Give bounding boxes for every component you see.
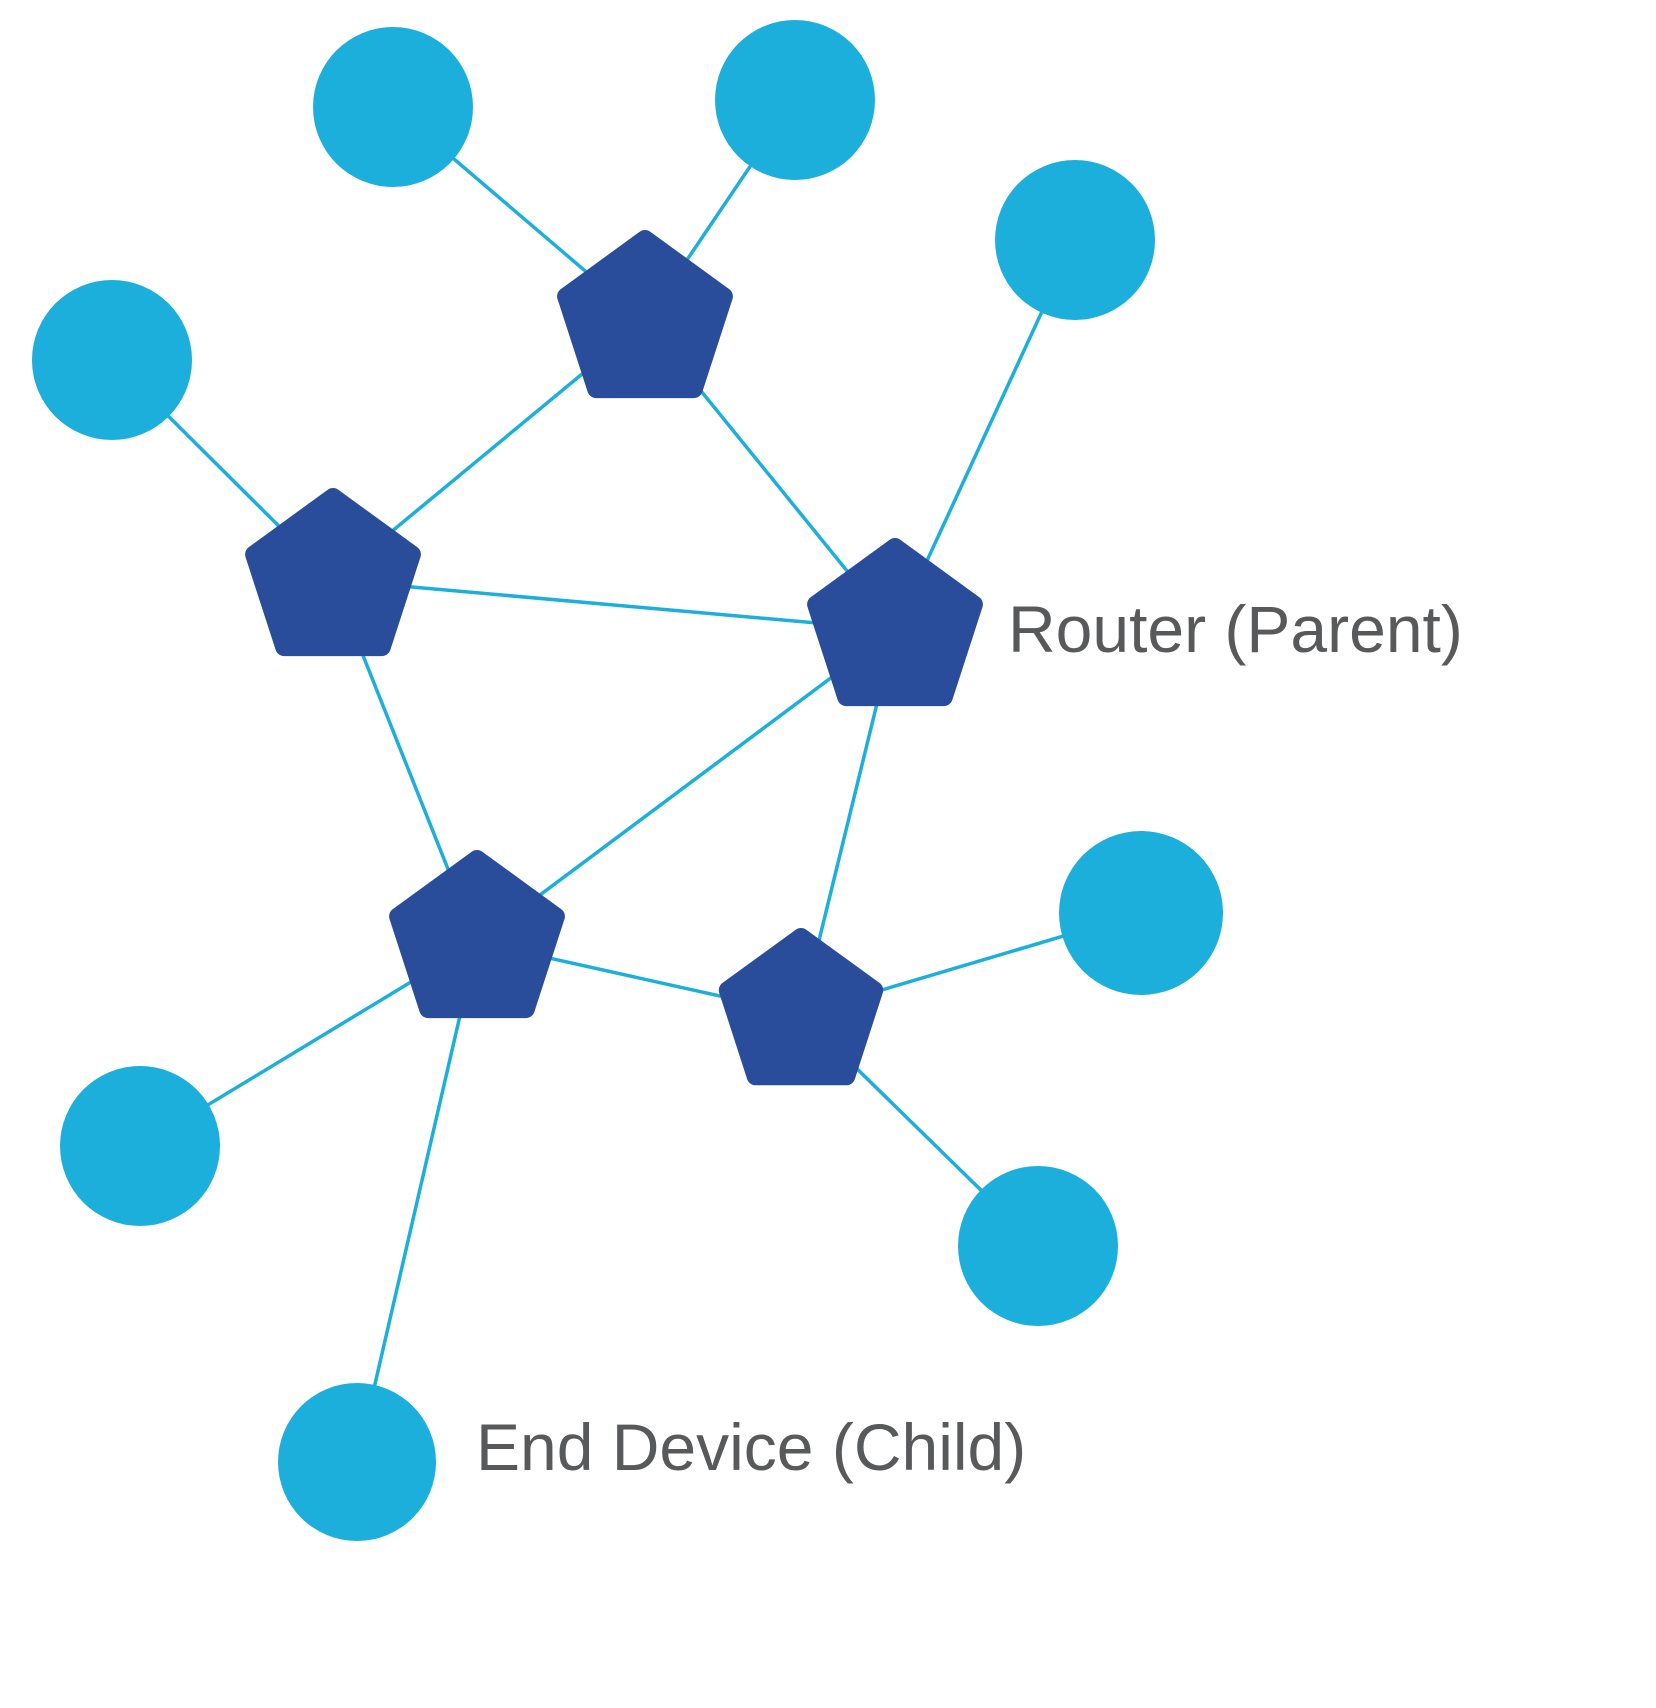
nodes-layer	[32, 20, 1223, 1541]
end-device-node	[715, 20, 875, 180]
end-device-node	[313, 27, 473, 187]
router-node	[718, 928, 884, 1086]
router-node	[389, 850, 565, 1019]
labels-layer: Router (Parent) End Device (Child)	[476, 592, 1463, 1484]
end-device-node	[1059, 831, 1223, 995]
end-device-node	[32, 280, 192, 440]
router-node	[245, 488, 421, 657]
end-device-label: End Device (Child)	[476, 1410, 1026, 1484]
router-parent-label: Router (Parent)	[1008, 592, 1463, 666]
link-line	[475, 628, 897, 944]
end-device-node	[995, 160, 1155, 320]
link-line	[355, 941, 479, 1463]
router-node	[807, 538, 983, 707]
end-device-node	[958, 1166, 1118, 1326]
router-node	[557, 230, 733, 399]
end-device-node	[278, 1383, 436, 1541]
link-line	[332, 578, 896, 632]
end-device-node	[60, 1066, 220, 1226]
